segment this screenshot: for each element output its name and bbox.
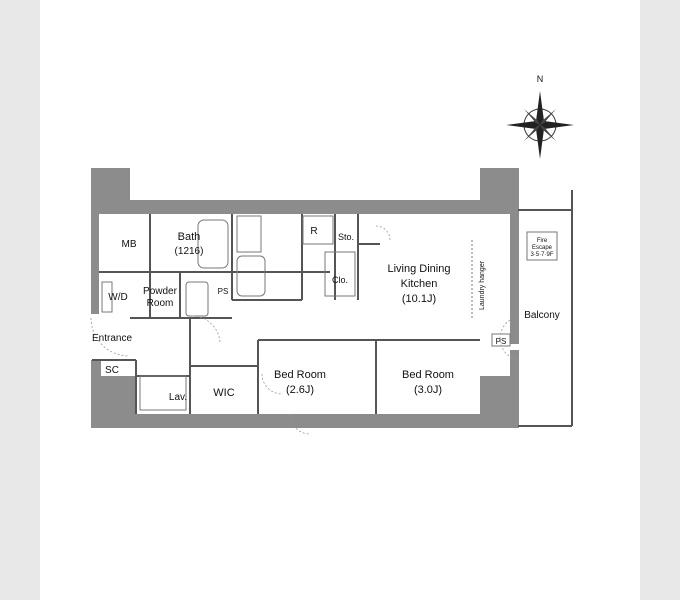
lav-label: Lav. bbox=[169, 392, 187, 403]
stove bbox=[236, 215, 262, 253]
kitchen-sink bbox=[236, 255, 266, 297]
ps-right-label: PS bbox=[496, 337, 507, 346]
refrigerator-box bbox=[302, 215, 334, 245]
bath-label: Bath bbox=[178, 231, 201, 243]
bath-size: (1216) bbox=[175, 246, 204, 257]
compass-rose-icon bbox=[506, 91, 574, 159]
fixtures bbox=[101, 215, 558, 411]
wd-label: W/D bbox=[108, 292, 127, 303]
wd-box bbox=[101, 281, 113, 313]
ps-left-label: PS bbox=[218, 287, 229, 296]
fire-escape-1: Fire bbox=[537, 238, 548, 244]
powder-sink bbox=[185, 281, 209, 317]
entrance-label: Entrance bbox=[92, 333, 132, 344]
fire-escape-2: Escape bbox=[532, 245, 553, 251]
wic-label: WIC bbox=[213, 387, 234, 399]
ldk-label-2: Kitchen bbox=[401, 278, 438, 290]
walls bbox=[91, 168, 519, 428]
bathtub bbox=[197, 219, 229, 269]
bed2-size: (3.0J) bbox=[414, 384, 442, 396]
ldk-size: (10.1J) bbox=[402, 293, 436, 305]
ps-right-box bbox=[491, 333, 511, 347]
lav-fixture bbox=[139, 375, 187, 411]
bed1-size: (2.6J) bbox=[286, 384, 314, 396]
storage-label: Sto. bbox=[338, 232, 354, 242]
door-swings bbox=[90, 225, 519, 435]
closet-label: Clo. bbox=[332, 275, 348, 285]
mb-label: MB bbox=[122, 239, 137, 250]
bed2-label: Bed Room bbox=[402, 369, 454, 381]
floor-plan-canvas: N bbox=[40, 0, 640, 600]
ldk-label-1: Living Dining bbox=[388, 263, 451, 275]
floor-plan: N bbox=[90, 74, 574, 435]
north-label: N bbox=[537, 74, 544, 84]
powder-label-2: Room bbox=[147, 298, 174, 309]
bed1-label: Bed Room bbox=[274, 369, 326, 381]
refrigerator-label: R bbox=[310, 226, 317, 237]
fire-escape-box bbox=[526, 231, 558, 261]
closet-box bbox=[324, 251, 356, 297]
powder-label-1: Powder bbox=[143, 286, 178, 297]
fire-escape-3: 3·5·7·9F bbox=[530, 252, 553, 258]
sc-label: SC bbox=[105, 365, 119, 376]
balcony-label: Balcony bbox=[524, 310, 560, 321]
laundry-hanger-label: Laundry hanger bbox=[479, 260, 486, 310]
